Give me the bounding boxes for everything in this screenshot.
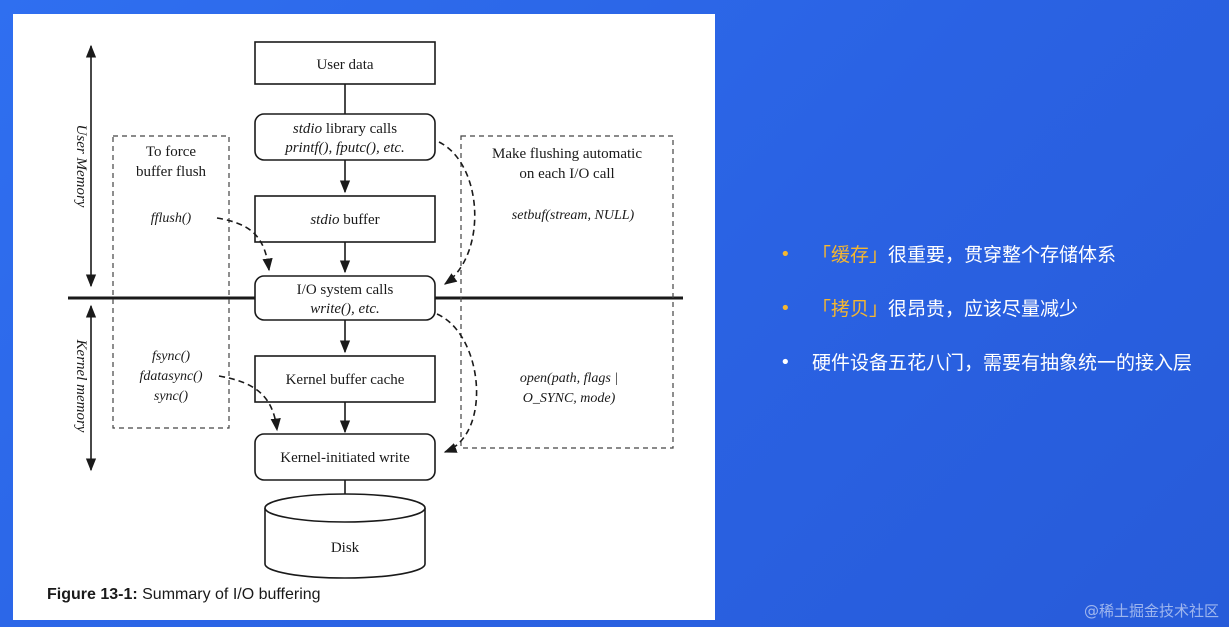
- user-data-label: User data: [316, 57, 373, 73]
- force-flush-box: [112, 135, 230, 429]
- user-data-box: [254, 41, 436, 85]
- stdio-library-calls-box: [254, 113, 436, 161]
- bullet-highlight: 「拷贝」: [812, 298, 889, 320]
- force-flush-title-line1: To force: [146, 144, 197, 160]
- auto-flush-box: [460, 135, 674, 449]
- disk-label: Disk: [331, 540, 360, 556]
- force-flush-title-line2: buffer flush: [136, 164, 207, 180]
- auto-flush-title-line1: Make flushing automatic: [492, 146, 642, 162]
- bullet-dot-icon: •: [780, 352, 791, 373]
- bullet-item-cache: • 「缓存」很重要，贯穿整个存储体系: [778, 228, 1223, 282]
- stdio-buffer-box: [254, 195, 436, 243]
- bullet-dot-icon: •: [780, 298, 791, 319]
- io-system-calls-examples: write(), etc.: [310, 301, 380, 317]
- figure-caption: Figure 13-1: Summary of I/O buffering: [47, 586, 321, 604]
- kernel-memory-label: Kernel memory: [73, 339, 89, 433]
- open-osync-label-line2: O_SYNC, mode): [523, 391, 616, 406]
- open-osync-label-line1: open(path, flags |: [520, 371, 618, 386]
- stdio-buffer-label: stdio buffer: [310, 212, 379, 228]
- fsync-dashed-arrow: [218, 375, 281, 432]
- stdio-library-calls-examples: printf(), fputc(), etc.: [284, 140, 405, 156]
- bullet-text: 硬件设备五花八门，需要有抽象统一的接入层: [812, 352, 1193, 374]
- setbuf-dashed-arrow: [438, 141, 476, 285]
- osync-dashed-arrow: [436, 313, 478, 453]
- figure-caption-text: Summary of I/O buffering: [137, 586, 321, 603]
- fflush-dashed-arrow: [216, 217, 273, 272]
- fflush-label: fflush(): [151, 211, 192, 226]
- io-system-calls-label: I/O system calls: [297, 282, 394, 298]
- setbuf-label: setbuf(stream, NULL): [512, 208, 635, 223]
- bullet-item-copy: • 「拷贝」很昂贵，应该尽量减少: [778, 282, 1223, 336]
- kernel-buffer-cache-box: [254, 355, 436, 403]
- sync-label: sync(): [154, 389, 189, 404]
- kernel-buffer-cache-label: Kernel buffer cache: [286, 372, 405, 388]
- user-memory-label: User Memory: [73, 125, 89, 208]
- bullet-item-abstraction: • 硬件设备五花八门，需要有抽象统一的接入层: [778, 336, 1223, 390]
- io-buffering-diagram: User Memory Kernel memory User data stdi…: [68, 41, 683, 579]
- bullet-text: 很昂贵，应该尽量减少: [888, 298, 1079, 320]
- fdatasync-label: fdatasync(): [140, 369, 203, 384]
- kernel-initiated-write-label: Kernel-initiated write: [280, 450, 410, 466]
- figure-caption-number: Figure 13-1:: [47, 586, 138, 603]
- bullet-highlight: 「缓存」: [812, 244, 889, 266]
- io-system-calls-box: [254, 275, 436, 321]
- bullet-dot-icon: •: [780, 244, 791, 265]
- bullet-text: 很重要，贯穿整个存储体系: [888, 244, 1117, 266]
- io-buffering-figure: User Memory Kernel memory User data stdi…: [13, 14, 715, 620]
- fsync-label: fsync(): [152, 349, 190, 364]
- disk-cylinder: [264, 493, 426, 579]
- stdio-library-calls-label: stdio library calls: [293, 121, 397, 137]
- watermark: @稀土掘金技术社区: [1083, 602, 1219, 620]
- auto-flush-title-line2: on each I/O call: [519, 166, 614, 182]
- kernel-initiated-write-box: [254, 433, 436, 481]
- bullet-list: • 「缓存」很重要，贯穿整个存储体系 • 「拷贝」很昂贵，应该尽量减少 • 硬件…: [778, 228, 1223, 390]
